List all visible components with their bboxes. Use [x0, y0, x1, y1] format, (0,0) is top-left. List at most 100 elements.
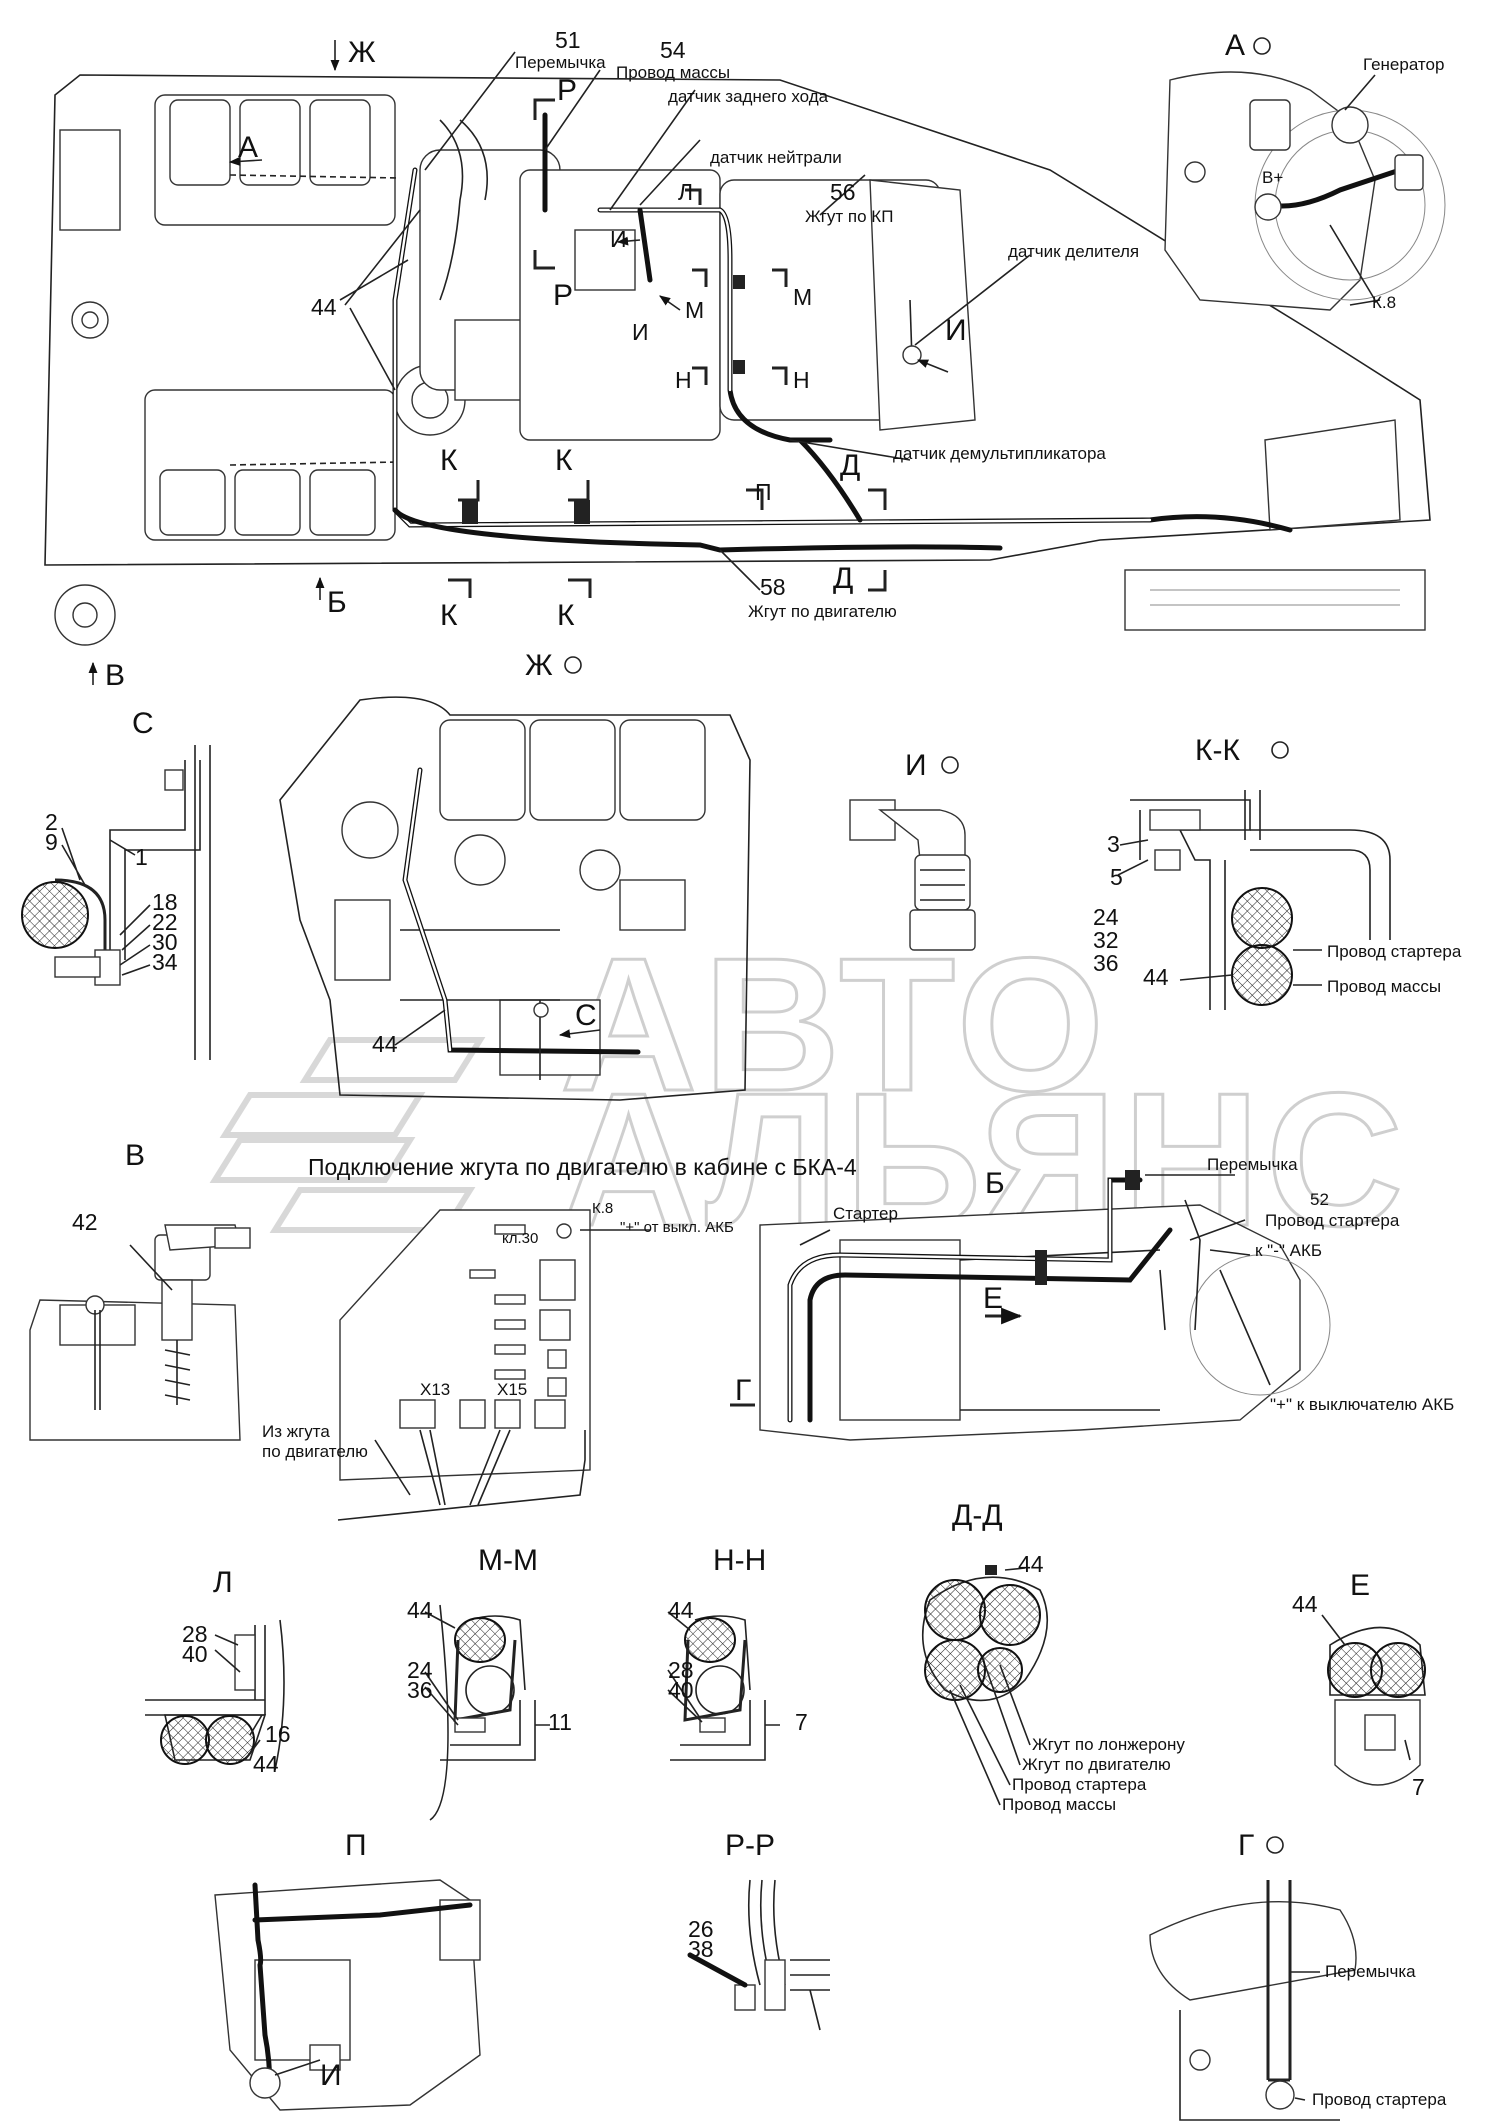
label-e7: 7 — [1412, 1774, 1425, 1800]
label-n44: 44 — [668, 1597, 694, 1623]
view-p — [214, 1879, 481, 2111]
label-i-circ: И — [905, 749, 927, 782]
label-datchik-zadnego: датчик заднего хода — [668, 87, 829, 106]
label-g-circ: Г — [1238, 1829, 1254, 1862]
label-kk44: 44 — [1143, 964, 1169, 990]
label-provod-startera-kk: Провод стартера — [1327, 942, 1462, 961]
label-l40: 40 — [182, 1641, 208, 1667]
label-minus-akb: к "-" АКБ — [1255, 1241, 1322, 1260]
label-r1: Р — [557, 74, 577, 107]
label-e44: 44 — [1292, 1591, 1318, 1617]
label-k4: К — [557, 599, 575, 632]
label-p-title: П — [345, 1829, 367, 1862]
label-dd-title: Д-Д — [952, 1499, 1003, 1532]
label-m2: М — [793, 284, 812, 310]
label-i1: И — [610, 226, 627, 252]
label-kk24: 24 — [1093, 904, 1119, 930]
circle-mark-a — [1253, 37, 1271, 55]
label-42: 42 — [72, 1209, 98, 1235]
label-r2: Р — [553, 279, 573, 312]
label-provod-startera-g: Провод стартера — [1312, 2090, 1447, 2109]
label-l28: 28 — [182, 1621, 208, 1647]
view-zh — [279, 696, 751, 1101]
label-peremychka-top: Перемычка — [515, 53, 606, 72]
label-po-dvig: по двигателю — [262, 1442, 368, 1461]
label-kk: К-К — [1195, 734, 1240, 767]
label-m24: 24 — [407, 1657, 433, 1683]
label-bka-k8: К.8 — [592, 1200, 613, 1217]
label-i3: И — [945, 314, 967, 347]
section-kk — [1117, 790, 1391, 1010]
label-d1: Д — [840, 449, 860, 482]
label-54: 54 — [660, 37, 686, 63]
label-n28: 28 — [668, 1657, 694, 1683]
label-p-top: П — [755, 479, 772, 505]
section-rr — [687, 1879, 830, 2031]
label-44-main: 44 — [311, 294, 337, 320]
label-l44: 44 — [253, 1751, 279, 1777]
label-bka-title: Подключение жгута по двигателю в кабине … — [308, 1154, 857, 1180]
label-r26: 26 — [688, 1916, 714, 1942]
label-provod-startera-b: Провод стартера — [1265, 1211, 1400, 1230]
section-dd — [921, 1565, 1049, 1806]
circle-mark-i — [941, 756, 959, 774]
label-b-arrow: Б — [327, 586, 347, 619]
label-k1: К — [440, 444, 458, 477]
label-provod-massy-top: Провод массы — [616, 63, 730, 82]
label-a-view: А — [238, 131, 258, 164]
label-plus-akb: "+" от выкл. АКБ — [620, 1219, 734, 1236]
label-mm-title: М-М — [478, 1544, 538, 1577]
label-k2: К — [555, 444, 573, 477]
label-zh-circ: Ж — [525, 649, 553, 682]
label-datchik-neitrali: датчик нейтрали — [710, 148, 842, 167]
label-b-plus: В+ — [1262, 168, 1283, 187]
label-a-circ: А — [1225, 29, 1245, 62]
label-e-title: Е — [1350, 1569, 1370, 1602]
bka-panel — [337, 1209, 650, 1521]
label-44-zh: 44 — [372, 1031, 398, 1057]
label-58: 58 — [760, 574, 786, 600]
label-starter: Стартер — [833, 1204, 898, 1223]
view-i — [849, 799, 976, 951]
diagram-labels: Ж 51 Перемычка 54 Провод массы Р датчик … — [45, 27, 1462, 2109]
label-datchik-demult: датчик демультипликатора — [893, 444, 1106, 463]
label-m1: М — [685, 297, 704, 323]
label-l-title: Л — [213, 1566, 233, 1599]
label-d2: Д — [833, 562, 853, 595]
label-peremychka-g: Перемычка — [1325, 1962, 1416, 1981]
label-v-title: В — [125, 1139, 145, 1172]
label-s-title: С — [132, 707, 154, 740]
label-v-arrow: В — [105, 659, 125, 692]
label-x13: X13 — [420, 1380, 450, 1399]
label-kl30: кл.30 — [502, 1230, 538, 1247]
label-51: 51 — [555, 27, 581, 53]
main-view — [44, 40, 1431, 685]
label-kk32: 32 — [1093, 927, 1119, 953]
label-c-arrow: С — [575, 999, 597, 1032]
section-mm — [424, 1604, 550, 1821]
label-s9: 9 — [45, 829, 58, 855]
label-i2: И — [632, 319, 649, 345]
label-s2: 2 — [45, 809, 58, 835]
label-s1: 1 — [135, 844, 148, 870]
section-nn — [667, 1611, 780, 1761]
section-e — [1321, 1614, 1426, 1786]
label-l16: 16 — [265, 1721, 291, 1747]
label-e-arrow: Е — [983, 1282, 1003, 1315]
label-iz-zhguta: Из жгута — [262, 1422, 330, 1441]
section-s — [21, 745, 211, 1060]
label-s34: 34 — [152, 949, 178, 975]
label-pr-start: Провод стартера — [1012, 1775, 1147, 1794]
label-56: 56 — [830, 179, 856, 205]
circle-mark-kk — [1271, 741, 1289, 759]
label-datchik-delitelya: датчик делителя — [1008, 242, 1139, 261]
label-m44: 44 — [407, 1597, 433, 1623]
label-p-i: И — [320, 2059, 342, 2092]
view-b — [730, 1170, 1331, 1441]
label-m11: 11 — [548, 1709, 572, 1735]
label-n2: Н — [793, 367, 810, 393]
circle-mark-g — [1266, 1836, 1284, 1854]
label-zhgut-dvig: Жгут по двигателю — [748, 602, 897, 621]
label-rr-title: Р-Р — [725, 1829, 775, 1862]
